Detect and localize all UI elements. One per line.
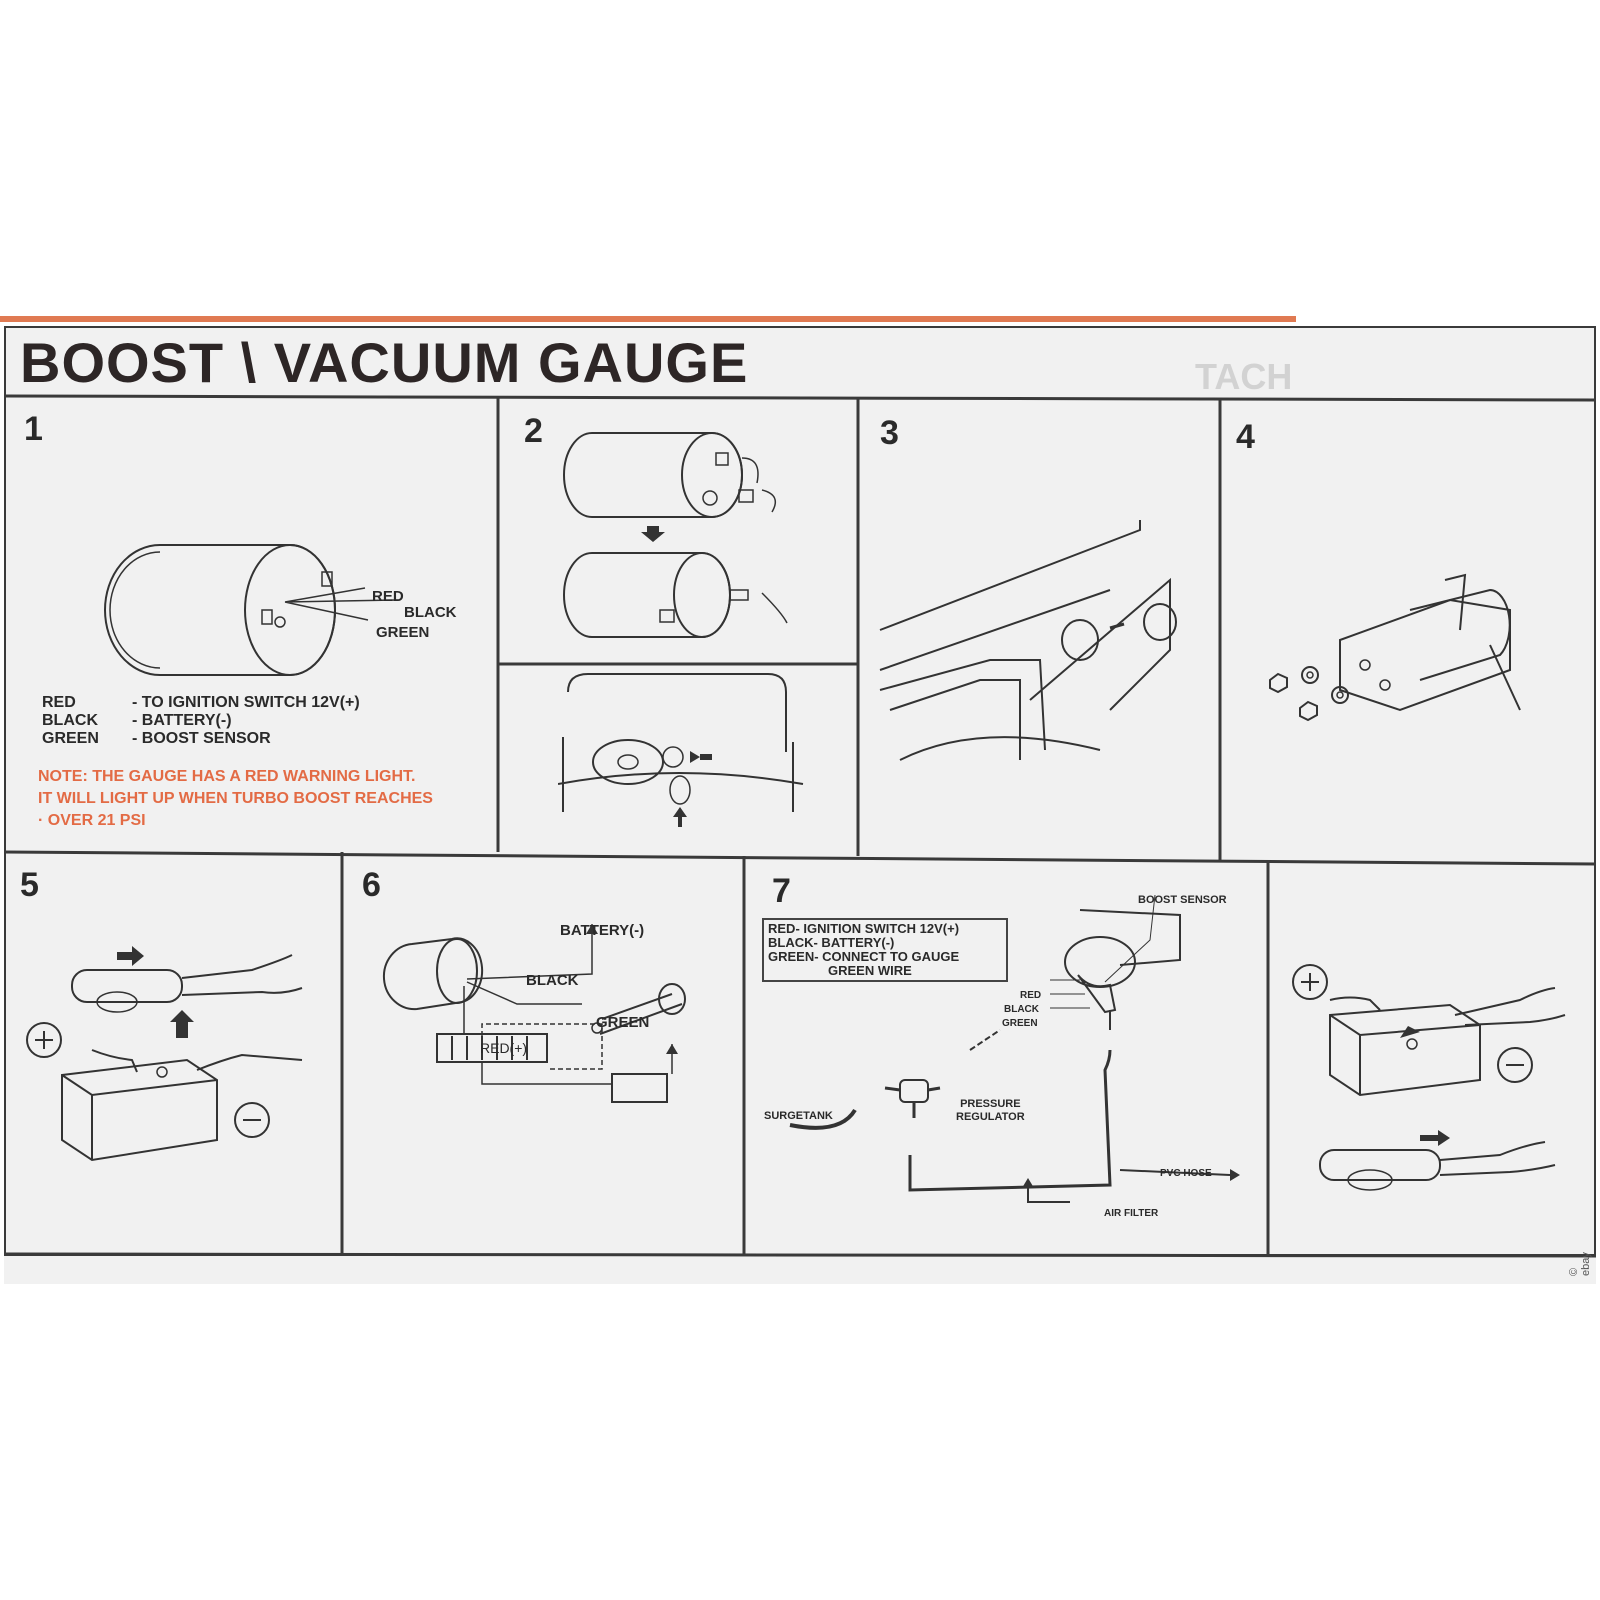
wiring-summary-box: RED- IGNITION SWITCH 12V(+) BLACK- BATTE… xyxy=(762,918,1008,982)
wiring-line-green: GREEN- CONNECT TO GAUGE xyxy=(768,949,960,964)
side-watermark: © ebay xyxy=(1568,1252,1592,1276)
label-air-filter: AIR FILTER xyxy=(1104,1208,1159,1219)
warning-note: NOTE: THE GAUGE HAS A RED WARNING LIGHT.… xyxy=(38,766,433,832)
label-black-wire: BLACK xyxy=(526,972,579,989)
label-surgetank: SURGETANK xyxy=(764,1110,833,1122)
gauge-mount-illustration xyxy=(552,428,882,648)
wire-legend: RED - TO IGNITION SWITCH 12V(+) BLACK - BA… xyxy=(42,694,360,748)
page-title: BOOST \ VACUUM GAUGE xyxy=(20,331,749,394)
label-battery-negative: BATTERY(-) xyxy=(560,922,645,939)
legend-desc-red: - TO IGNITION SWITCH 12V(+) xyxy=(132,694,360,711)
note-line-1: NOTE: THE GAUGE HAS A RED WARNING LIGHT. xyxy=(38,768,416,785)
bracket-mount-illustration xyxy=(1260,570,1590,770)
step-number-6: 6 xyxy=(362,866,381,904)
wiring-line-black: BLACK- BATTERY(-) xyxy=(768,935,895,950)
step-number-2: 2 xyxy=(524,412,543,450)
step-number-5: 5 xyxy=(20,866,39,904)
gauge-wiring-illustration xyxy=(100,540,430,690)
note-line-2: IT WILL LIGHT UP WHEN TURBO BOOST REACHE… xyxy=(38,790,433,807)
dash-panel-illustration xyxy=(870,510,1210,770)
label-regulator: REGULATOR xyxy=(956,1111,1025,1123)
legend-desc-green: - BOOST SENSOR xyxy=(132,730,271,747)
label-green-wire: GREEN xyxy=(596,1014,650,1031)
legend-color-red: RED xyxy=(42,694,76,711)
orange-top-strip xyxy=(0,316,1296,322)
battery-reconnect-illustration xyxy=(1290,960,1590,1220)
label-pressure: PRESSURE xyxy=(960,1098,1021,1110)
label-sensor-green: GREEN xyxy=(1002,1018,1038,1029)
boost-sensor-plumbing-illustration xyxy=(760,890,1240,1220)
step-number-4: 4 xyxy=(1236,418,1255,456)
label-pressure-regulator: PRESSURE REGULATOR xyxy=(956,1098,1025,1124)
label-pvc-hose: PVC HOSE xyxy=(1160,1168,1212,1179)
label-sensor-red: RED xyxy=(1020,990,1042,1001)
battery-disconnect-illustration xyxy=(22,946,332,1190)
label-boost-sensor: BOOST SENSOR xyxy=(1138,894,1227,906)
step-number-1: 1 xyxy=(24,410,43,448)
legend-color-black: BLACK xyxy=(42,712,98,729)
wire-label-green: GREEN xyxy=(376,624,430,641)
legend-color-green: GREEN xyxy=(42,730,99,747)
legend-desc-black: - BATTERY(-) xyxy=(132,712,232,729)
wiring-line-red: RED- IGNITION SWITCH 12V(+) xyxy=(768,921,960,936)
wiring-line-green-wire: GREEN WIRE xyxy=(828,963,912,978)
wiring-diagram-illustration xyxy=(372,924,702,1194)
wire-label-red: RED xyxy=(372,588,404,605)
note-line-3: · OVER 21 PSI xyxy=(38,812,146,829)
label-sensor-black: BLACK xyxy=(1004,1004,1039,1015)
step-number-3: 3 xyxy=(880,414,899,452)
label-red-positive: RED(+) xyxy=(480,1040,528,1056)
bleed-through-text: TACH xyxy=(1195,356,1293,397)
wire-label-black: BLACK xyxy=(404,604,457,621)
step-number-7: 7 xyxy=(772,872,791,910)
dashboard-mount-illustration xyxy=(558,672,808,827)
